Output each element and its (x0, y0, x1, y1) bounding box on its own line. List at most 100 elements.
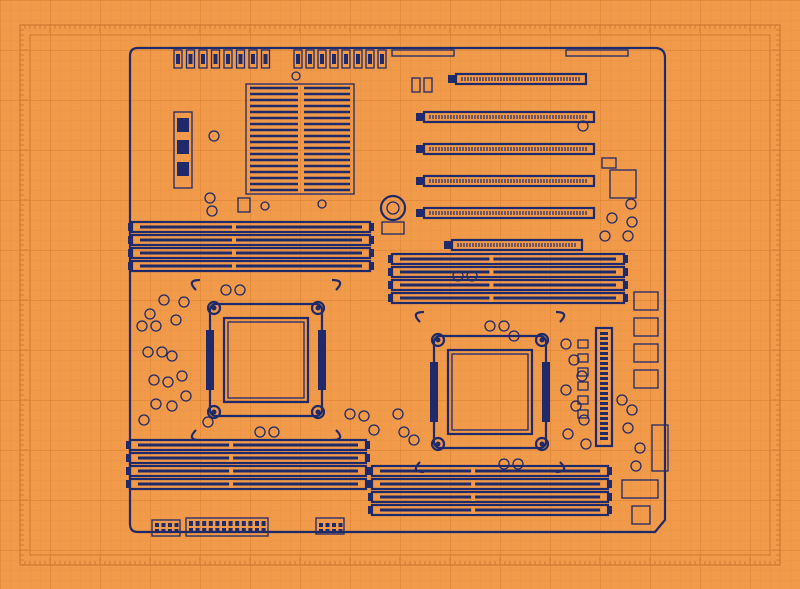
backplate-arm (190, 429, 201, 442)
io-header (365, 49, 375, 69)
dimm-key (489, 294, 494, 302)
io-header-pin (308, 54, 312, 64)
power-pin (255, 521, 259, 526)
fan-header-pin (201, 54, 205, 64)
dimm-key (229, 480, 234, 488)
backplate-arm (555, 310, 566, 323)
fan-header-pin (188, 54, 193, 64)
fan-header (173, 49, 183, 69)
capacitor (138, 414, 150, 426)
socket-screw (206, 300, 222, 316)
io-header (341, 49, 351, 69)
capacitor (398, 426, 410, 438)
capacitor (291, 71, 301, 81)
dimm-clip (128, 223, 133, 231)
fan-header (198, 49, 208, 69)
io-header-pin (356, 54, 360, 64)
cpu-die (222, 316, 310, 404)
capacitor (142, 346, 154, 358)
pcie-latch (416, 145, 424, 153)
dimm-clip (126, 441, 131, 449)
io-header-pin (380, 54, 384, 64)
header-pin (600, 387, 608, 390)
dimm-clip (128, 236, 133, 244)
dimm-key (231, 262, 236, 270)
power-pin (155, 523, 159, 527)
capacitor (580, 438, 592, 450)
capacitor (452, 270, 464, 282)
power-pin (202, 521, 207, 526)
header-pin (600, 357, 608, 360)
dimm-clip (369, 262, 374, 270)
dimm-clip (128, 262, 133, 270)
dimm-key (471, 493, 476, 501)
smd-component (577, 367, 589, 377)
dimm-clip (126, 480, 131, 488)
dimm-clip (368, 467, 373, 475)
capacitor (484, 320, 496, 332)
pcie-latch (444, 241, 452, 249)
dimm-key (231, 236, 236, 244)
capacitor (220, 284, 232, 296)
capacitor (560, 338, 572, 350)
io-header-pin (296, 54, 300, 64)
dimm-key (229, 467, 234, 475)
smd-component (577, 381, 589, 391)
power-pin (222, 521, 226, 526)
dimm-clip (368, 493, 373, 501)
power-pin (174, 529, 179, 533)
header-pin (600, 427, 608, 430)
fan-header (210, 49, 221, 69)
capacitor (392, 408, 404, 420)
capacitor (176, 370, 188, 382)
io-header-pin (368, 54, 372, 64)
header-pin (600, 382, 608, 385)
socket-screw (310, 300, 326, 316)
smd-component (577, 353, 589, 363)
capacitor (408, 434, 420, 446)
power-pin (319, 529, 323, 533)
dimm-clip (623, 268, 628, 276)
socket-screw (430, 332, 446, 348)
dimm-clip (388, 294, 393, 302)
capacitor (150, 398, 162, 410)
socket-screw-center (315, 409, 321, 415)
io-header (305, 49, 315, 69)
dimm-clip (365, 454, 370, 462)
dimm-clip (369, 223, 374, 231)
capacitor (578, 414, 590, 426)
dimm-clip (128, 249, 133, 257)
capacitor (158, 294, 170, 306)
fan-header (185, 49, 196, 69)
cmos-battery (379, 194, 407, 235)
capacitor (148, 374, 160, 386)
fan-header-pin (176, 54, 180, 64)
left-capacitor-bank (173, 111, 327, 217)
power-pin (261, 528, 266, 533)
header-pin (600, 367, 608, 370)
socket-screw-center (315, 305, 321, 311)
capacitor (202, 416, 214, 428)
dimm-clip (368, 480, 373, 488)
pcie-slot-stack (416, 72, 596, 252)
socket-screw (534, 332, 550, 348)
header-pin (600, 337, 608, 340)
capacitor (254, 426, 266, 438)
fan-header (248, 49, 258, 69)
dimm-key (229, 441, 234, 449)
power-pin (195, 528, 200, 533)
power-pin (255, 528, 259, 533)
power-pin (189, 528, 193, 533)
fan-header-pin (213, 54, 218, 64)
power-pin (332, 529, 336, 533)
capacitor (368, 424, 380, 436)
header-pin (600, 437, 608, 440)
power-pin (195, 521, 200, 526)
cpu-sockets (190, 278, 566, 474)
header-pin (600, 352, 608, 355)
socket-screw-center (435, 337, 441, 343)
ruler-ticks (19, 24, 781, 566)
dimm-clip (607, 493, 612, 501)
power-pin (235, 528, 240, 533)
